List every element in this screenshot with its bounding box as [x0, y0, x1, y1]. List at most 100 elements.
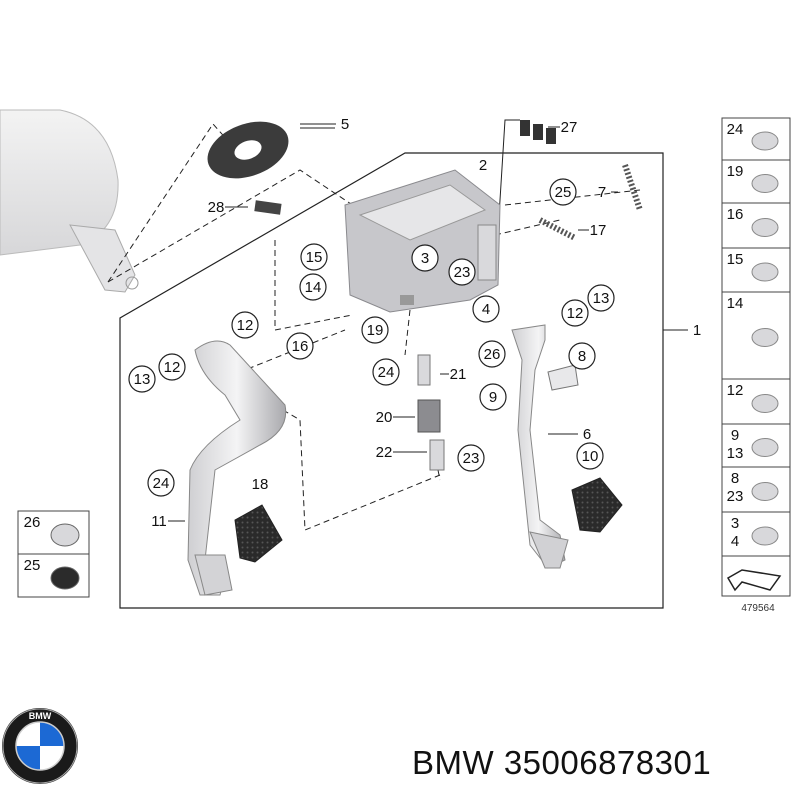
- part-number-title: BMW 35006878301: [412, 744, 712, 781]
- legend-label: 12: [727, 382, 744, 399]
- legend-label: 8: [731, 470, 739, 487]
- adjuster-parts: [400, 295, 445, 471]
- brake-booster: [0, 109, 139, 293]
- legend-part-shape: [751, 526, 779, 546]
- callout-label: 13: [593, 290, 610, 307]
- callout-label: 2: [479, 157, 487, 174]
- callout-circle: [457, 444, 485, 472]
- callout-circle: [576, 442, 604, 470]
- part-27-shape: [520, 120, 556, 144]
- callout-label: 12: [237, 317, 254, 334]
- callout-label: 24: [153, 475, 170, 492]
- clutch-pedal: [187, 340, 287, 596]
- side-legend-panel: 24 19 16 15 14 12 913 823 34 479564: [721, 117, 791, 614]
- bmw-logo: BMW: [2, 708, 78, 784]
- callout-label: 17: [590, 222, 607, 239]
- legend-label: 19: [727, 163, 744, 180]
- callout-label: 26: [484, 346, 501, 363]
- callout-circle: [411, 244, 439, 272]
- pedal-pad-10: [571, 477, 623, 533]
- legend-part-shape: [751, 394, 779, 413]
- callout-label: 24: [378, 364, 395, 381]
- callout-label: 7: [598, 184, 606, 201]
- return-spring-7: [622, 164, 643, 211]
- legend-label-2: 23: [727, 488, 744, 505]
- part-28-shape: [254, 200, 282, 215]
- callout-label: 5: [341, 116, 349, 133]
- pedal-bracket: [344, 169, 501, 313]
- part-8-shape: [547, 364, 579, 391]
- callout-label: 28: [208, 199, 225, 216]
- legend-part-shape: [50, 523, 80, 547]
- drawing-number: 479564: [741, 603, 775, 614]
- legend-label: 26: [24, 514, 41, 531]
- assembly-frame: [119, 152, 664, 609]
- logo-text: BMW: [29, 711, 52, 721]
- legend-cell: [721, 247, 791, 293]
- callout-circle: [128, 365, 156, 393]
- legend-part-shape: [751, 218, 779, 237]
- callout-label: 21: [450, 366, 467, 383]
- callout-circle: [158, 353, 186, 381]
- legend-label: 16: [727, 206, 744, 223]
- callout-label: 19: [367, 322, 384, 339]
- callout-circle: [587, 284, 615, 312]
- callout-label: 23: [463, 450, 480, 467]
- callout-label: 9: [489, 389, 497, 406]
- callout-circle: [361, 316, 389, 344]
- legend-part-shape: [751, 438, 779, 457]
- callout-label: 14: [305, 279, 322, 296]
- callout-label: 10: [582, 448, 599, 465]
- legend-label: 3: [731, 515, 739, 532]
- legend-part-shape: [751, 131, 779, 151]
- callout-label: 20: [376, 409, 393, 426]
- callout-label: 12: [164, 359, 181, 376]
- legend-part-shape: [751, 174, 779, 193]
- legend-part-shape: [751, 328, 779, 347]
- callout-circle: [286, 332, 314, 360]
- callout-label: 13: [134, 371, 151, 388]
- legend-label: 24: [727, 121, 744, 138]
- legend-label-2: 13: [727, 445, 744, 462]
- legend-label: 15: [727, 251, 744, 268]
- callout-label: 6: [583, 426, 591, 443]
- callout-circle: [478, 340, 506, 368]
- callout-circle: [300, 243, 328, 271]
- callout-label: 27: [561, 119, 578, 136]
- return-spring-17: [538, 217, 577, 241]
- callout-label: 23: [454, 264, 471, 281]
- legend-label: 25: [24, 557, 41, 574]
- callout-label: 16: [292, 338, 309, 355]
- callout-label: 18: [252, 476, 269, 493]
- arrow-icon: [726, 569, 782, 592]
- callout-circle: [231, 311, 259, 339]
- callout-circle: [448, 258, 476, 286]
- legend-label: 9: [731, 427, 739, 444]
- callout-circle: [472, 295, 500, 323]
- brake-pedal: [511, 324, 569, 569]
- callout-label: 8: [578, 348, 586, 365]
- callout-circle: [147, 469, 175, 497]
- callout-label: 15: [306, 249, 323, 266]
- callout-label: 3: [421, 250, 429, 267]
- callout-label: 11: [151, 513, 167, 530]
- legend-label-2: 4: [731, 533, 739, 550]
- callout-circle: [299, 273, 327, 301]
- callout-circle: [372, 358, 400, 386]
- legend-part-shape: [50, 566, 80, 590]
- callout-label: 25: [555, 184, 572, 201]
- callout-circle: [561, 299, 589, 327]
- callout-label: 22: [376, 444, 393, 461]
- callout-circle: [549, 178, 577, 206]
- callout-label: 1: [693, 322, 701, 339]
- callout-label: 4: [482, 301, 490, 318]
- callout-circle: [568, 342, 596, 370]
- callout-circle: [479, 383, 507, 411]
- legend-part-shape: [751, 482, 779, 501]
- callout-label: 12: [567, 305, 584, 322]
- legend-label: 14: [727, 295, 744, 312]
- left-legend-panel: 26 25: [17, 510, 90, 598]
- pedal-pad-18: [234, 504, 283, 563]
